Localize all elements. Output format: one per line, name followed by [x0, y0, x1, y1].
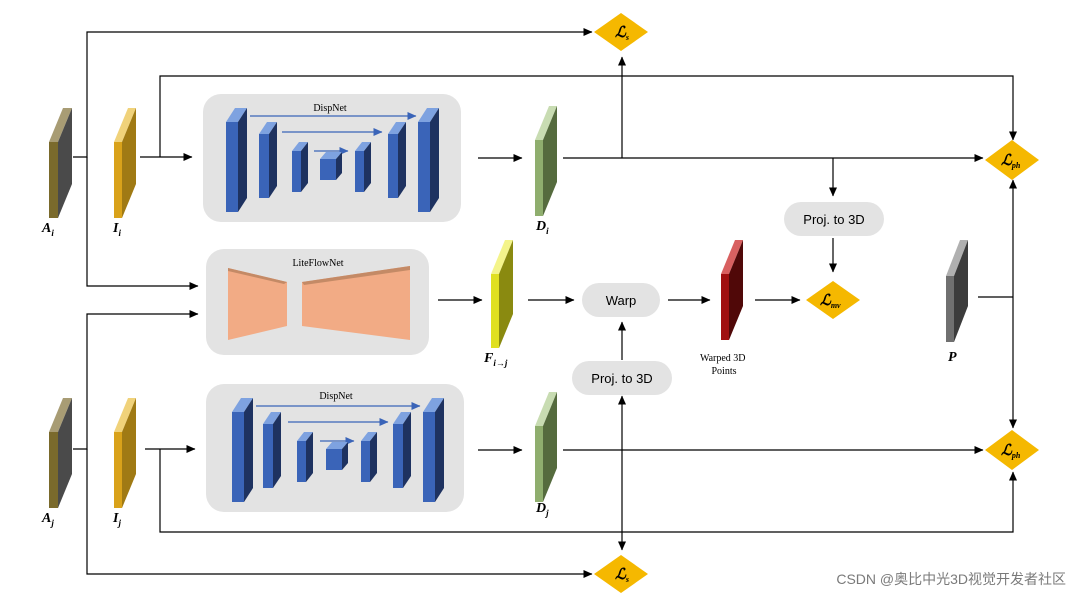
map-Dj [535, 392, 557, 502]
liteflownet: LiteFlowNet [206, 249, 429, 355]
warp-label: Warp [606, 293, 637, 308]
loss-ph-bottom: ℒph [985, 430, 1039, 470]
map-Aj [49, 398, 72, 508]
map-F [491, 240, 513, 348]
proj-bottom-op: Proj. to 3D [572, 361, 672, 395]
proj-top-label: Proj. to 3D [803, 212, 864, 227]
proj-bottom-label: Proj. to 3D [591, 371, 652, 386]
connectors [73, 28, 1017, 578]
dispnet-bottom: DispNet [206, 384, 464, 512]
map-Di [535, 106, 557, 216]
proj-top-op: Proj. to 3D [784, 202, 884, 236]
dispnet-top: DispNet [203, 94, 461, 222]
label-P: P [948, 350, 957, 365]
label-Ij: Ij [112, 511, 121, 528]
watermark: CSDN @奥比中光3D视觉开发者社区 [836, 571, 1066, 587]
loss-mv: ℒmv [806, 281, 860, 319]
label-Dj: Dj [535, 501, 549, 518]
map-Ij [114, 398, 136, 508]
map-Ii [114, 108, 136, 218]
warped-points-label: Warped 3D Points [700, 353, 748, 377]
svg-text:ℒmv: ℒmv [820, 293, 841, 310]
dispnet-top-title: DispNet [313, 103, 347, 114]
label-F: Fi→j [483, 351, 508, 368]
svg-text:ℒs: ℒs [615, 567, 629, 584]
svg-text:ℒs: ℒs [615, 25, 629, 42]
label-Aj: Aj [41, 511, 54, 528]
liteflownet-title: LiteFlowNet [292, 258, 343, 269]
map-warped [721, 240, 743, 340]
label-Di: Di [535, 219, 549, 236]
map-Ai [49, 108, 72, 218]
svg-text:ℒph: ℒph [1001, 443, 1021, 460]
loss-s-bottom: ℒs [594, 555, 648, 593]
loss-ph-top: ℒph [985, 140, 1039, 180]
svg-text:ℒph: ℒph [1001, 153, 1021, 170]
map-P [946, 240, 968, 342]
label-Ii: Ii [112, 221, 121, 238]
dispnet-bottom-title: DispNet [319, 391, 353, 402]
label-Ai: Ai [41, 221, 54, 238]
warp-op: Warp [582, 283, 660, 317]
loss-s-top: ℒs [594, 13, 648, 51]
